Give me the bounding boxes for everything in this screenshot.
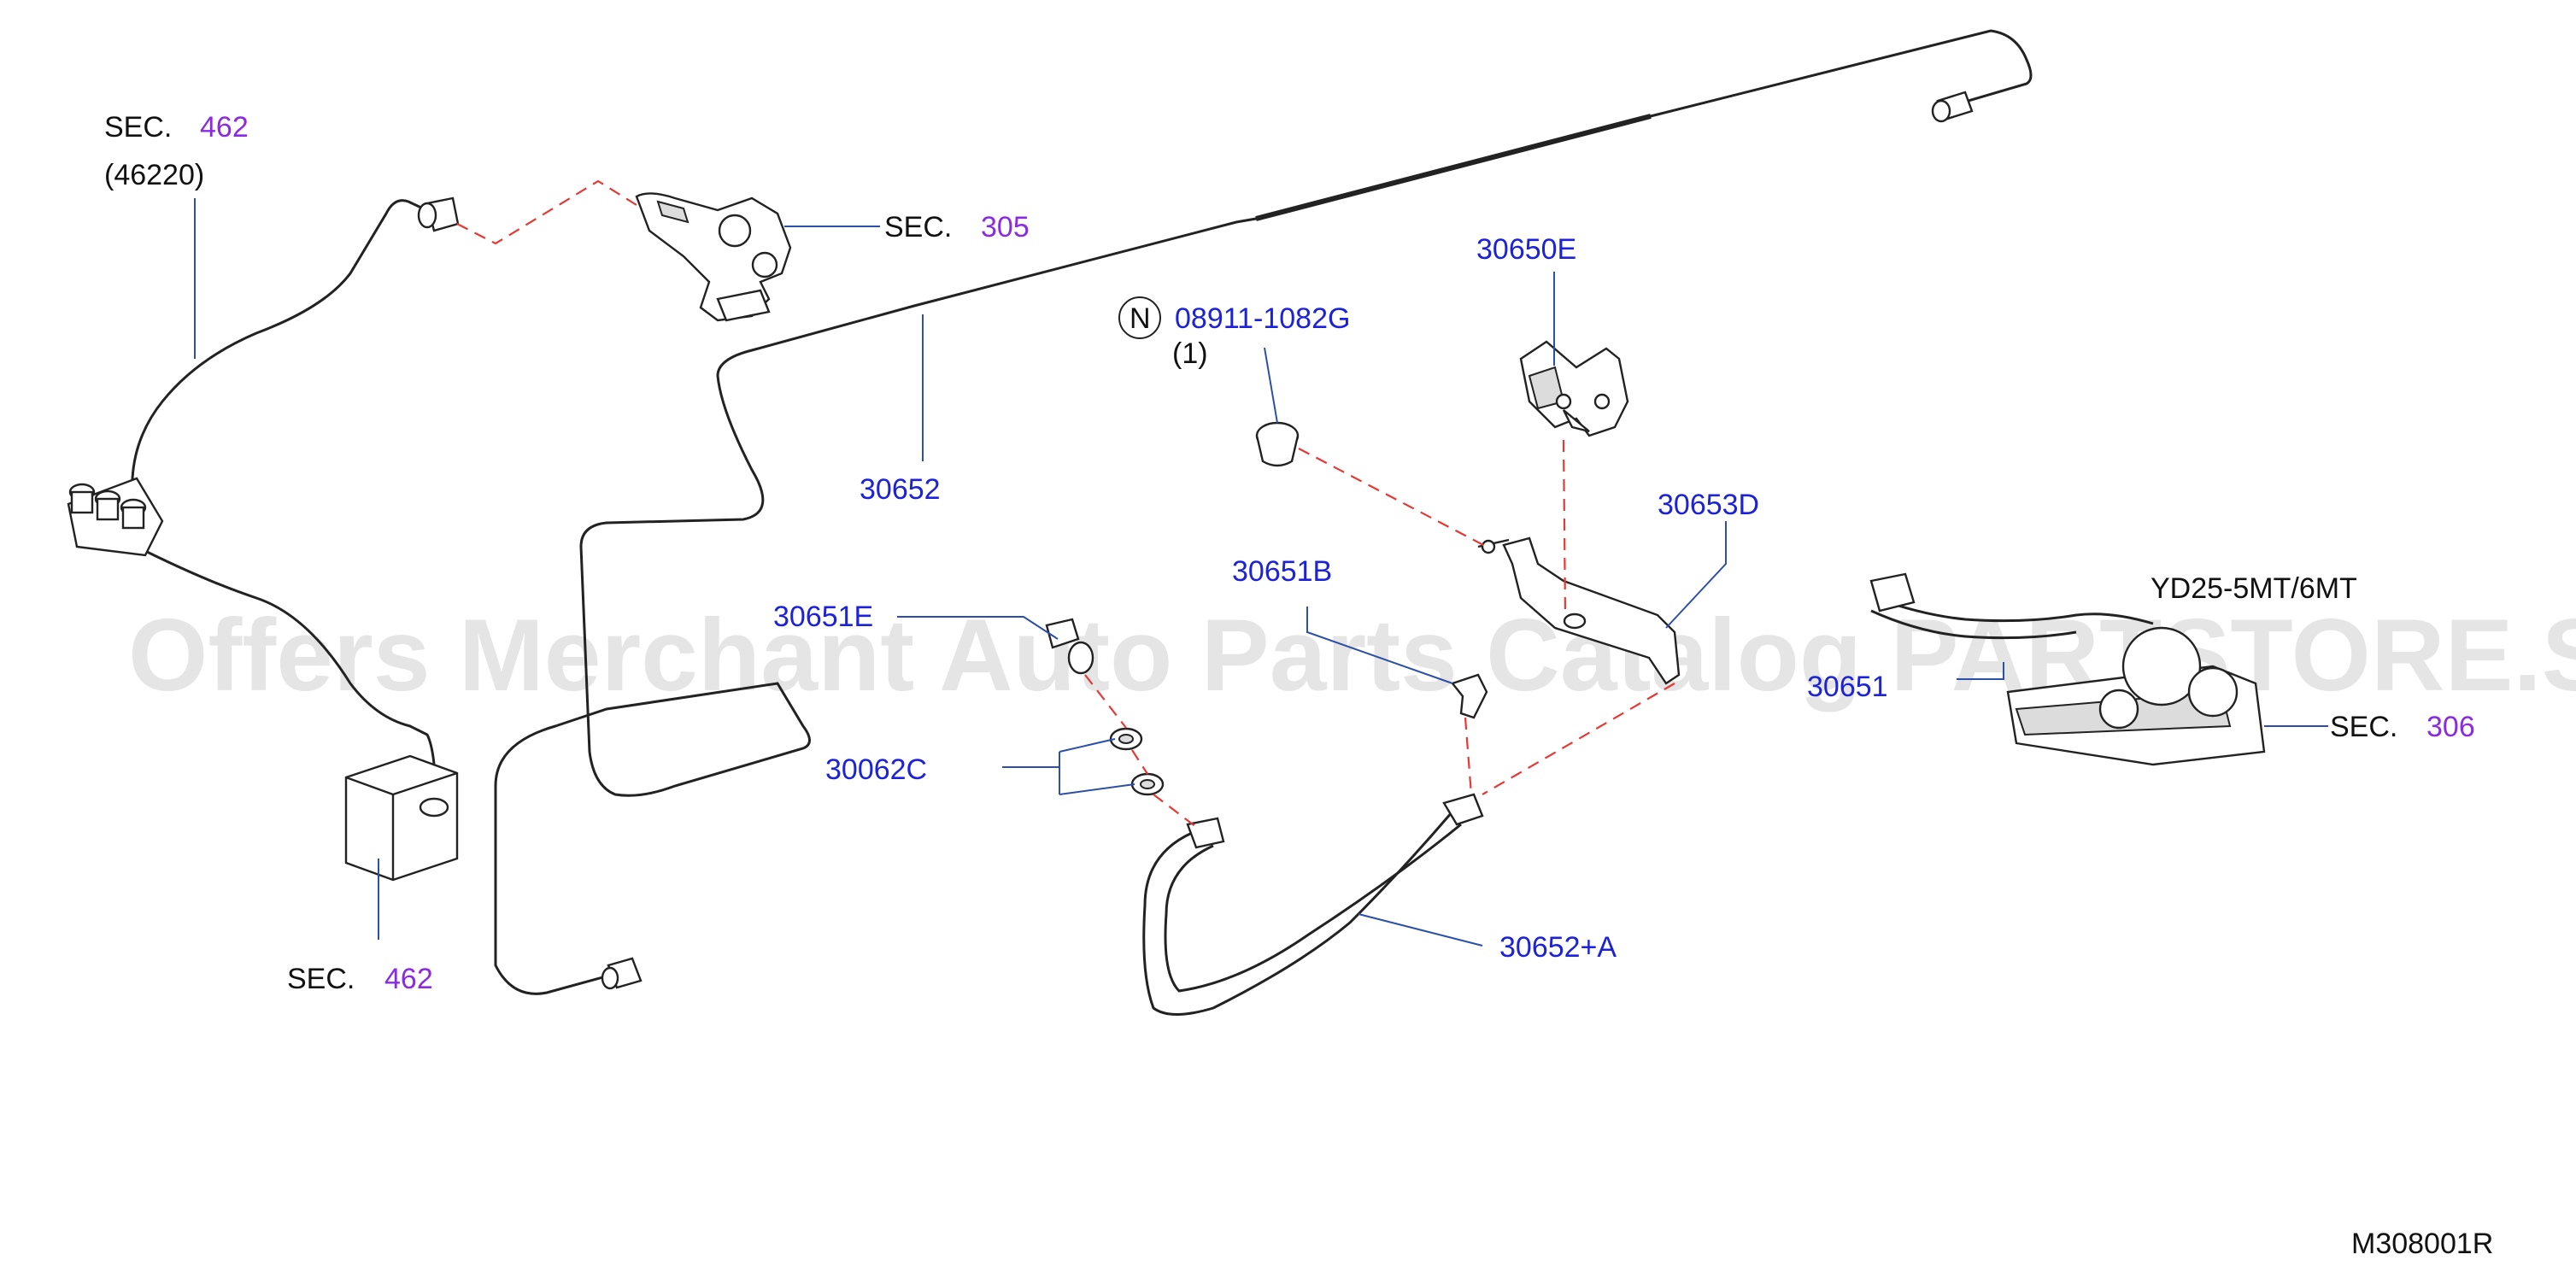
part-30651B[interactable]: 30651B xyxy=(1232,555,1332,588)
sec462-bottom-prefix: SEC. xyxy=(287,963,355,995)
leader-30652A xyxy=(1358,913,1483,947)
part-30651E[interactable]: 30651E xyxy=(773,601,873,633)
sec306-ref[interactable]: 306 xyxy=(2426,711,2475,743)
leader-30651B xyxy=(1306,607,1453,684)
dash-grommet xyxy=(1298,448,1488,548)
fitting-30651E xyxy=(1045,618,1094,675)
label-08911[interactable]: N 08911-1082G (1) xyxy=(1118,296,1350,370)
part-30062C[interactable]: 30062C xyxy=(825,753,927,786)
dash-30650E xyxy=(1562,439,1567,616)
reservoir-box xyxy=(344,754,459,882)
variant-note: YD25-5MT/6MT xyxy=(2151,572,2357,605)
part-30651[interactable]: 30651 xyxy=(1807,671,1888,703)
part-30652[interactable]: 30652 xyxy=(860,473,941,506)
leader-30653D xyxy=(1665,521,1727,629)
label-sec462-top[interactable]: SEC. 462 (46220) xyxy=(104,111,249,191)
part-30650E[interactable]: 30650E xyxy=(1476,233,1576,266)
part-08911-qty: (1) xyxy=(1172,337,1208,370)
left-brake-pipe xyxy=(131,199,438,804)
sec305-ref[interactable]: 305 xyxy=(981,211,1030,243)
junction-block xyxy=(67,477,164,557)
sec462-top-prefix: SEC. xyxy=(104,111,172,144)
master-cylinder-sec305 xyxy=(635,192,792,322)
leader-30651 xyxy=(1957,662,2004,680)
leader-30651E xyxy=(897,616,1059,640)
grommet-part xyxy=(1255,421,1300,467)
clutch-assembly-yd25 xyxy=(1869,572,2266,766)
dash-washers xyxy=(1084,674,1197,828)
label-sec462-bottom[interactable]: SEC. 462 xyxy=(287,963,433,995)
clip-30651B xyxy=(1450,673,1488,719)
label-sec305[interactable]: SEC. 305 xyxy=(884,211,1030,243)
part-08911-1082G[interactable]: 08911-1082G xyxy=(1175,302,1350,335)
hose-30652A xyxy=(1142,793,1484,1016)
dash-sec305 xyxy=(456,179,637,245)
dash-30651B xyxy=(1464,717,1473,795)
note-badge-letter: N xyxy=(1130,302,1151,335)
bracket-30653D xyxy=(1477,536,1681,685)
dash-30653D xyxy=(1482,683,1675,795)
leader-30062C xyxy=(1002,738,1135,795)
note-badge-circle xyxy=(1118,296,1161,339)
part-30653D[interactable]: 30653D xyxy=(1658,489,1759,521)
label-sec306[interactable]: SEC. 306 xyxy=(2330,711,2475,743)
sec306-prefix: SEC. xyxy=(2330,711,2397,743)
sec462-top-sub: (46220) xyxy=(104,159,204,191)
drawing-code: M308001R xyxy=(2351,1228,2493,1260)
main-brake-pipe xyxy=(494,29,2033,995)
sec462-top-ref[interactable]: 462 xyxy=(200,111,249,144)
pipe-fitting-top xyxy=(417,196,460,232)
bracket-30650E xyxy=(1519,340,1629,437)
sec462-bottom-ref[interactable]: 462 xyxy=(384,963,433,995)
sec305-prefix: SEC. xyxy=(884,211,952,243)
part-30652A[interactable]: 30652+A xyxy=(1499,931,1617,964)
washers-30062C xyxy=(1109,727,1165,796)
leader-08911 xyxy=(1264,347,1278,424)
